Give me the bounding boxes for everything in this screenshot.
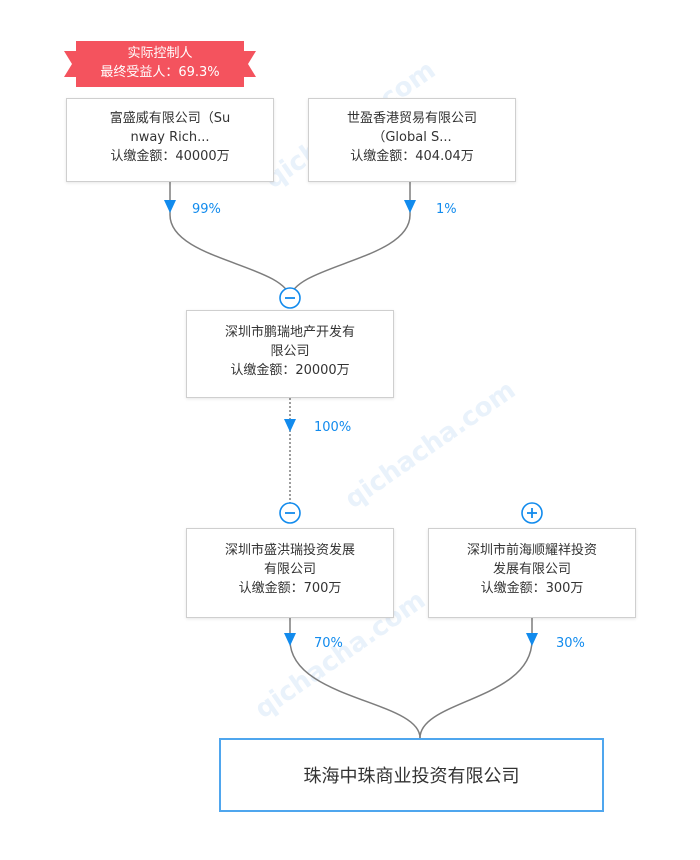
share-percentage: 99% — [192, 202, 221, 217]
controller-badge: 实际控制人 最终受益人：69.3% — [64, 39, 256, 89]
subscribed-amount: 认缴金额：404.04万 — [350, 149, 474, 164]
link-sunway-to-pengrui — [169, 182, 291, 299]
shareholder-card-global[interactable]: 世盈香港贸易有限公司 （Global S... 认缴金额：404.04万 — [308, 98, 516, 182]
company-name: 深圳市鹏瑞地产开发有 — [224, 325, 355, 340]
company-name: nway Rich... — [130, 130, 210, 145]
link-global-to-pengrui — [289, 182, 411, 299]
arrow-icon — [164, 200, 176, 213]
company-name: 深圳市前海顺耀祥投资 — [466, 543, 597, 558]
company-card-qianhai[interactable]: 深圳市前海顺耀祥投资 发展有限公司 认缴金额：300万 — [428, 528, 636, 618]
share-percentage: 100% — [314, 420, 352, 435]
badge-beneficiary: 最终受益人：69.3% — [100, 65, 220, 80]
company-name: 富盛威有限公司（Su — [109, 111, 231, 126]
share-percentage: 1% — [436, 202, 457, 217]
company-card-pengrui[interactable]: 深圳市鹏瑞地产开发有 限公司 认缴金额：20000万 — [186, 310, 394, 398]
company-name: （Global S... — [372, 130, 452, 145]
link-shenghongrui-to-target — [289, 618, 421, 739]
badge-title: 实际控制人 — [127, 46, 193, 61]
plus-circle-icon — [521, 502, 543, 524]
target-company-name: 珠海中珠商业投资有限公司 — [303, 766, 520, 787]
company-name: 有限公司 — [263, 562, 316, 577]
company-name: 深圳市盛洪瑞投资发展 — [224, 543, 355, 558]
company-name: 世盈香港贸易有限公司 — [346, 111, 477, 126]
minus-circle-icon — [279, 502, 301, 524]
subscribed-amount: 认缴金额：40000万 — [110, 149, 230, 164]
arrow-icon — [284, 419, 296, 432]
collapse-toggle[interactable] — [278, 286, 302, 314]
company-card-shenghongrui[interactable]: 深圳市盛洪瑞投资发展 有限公司 认缴金额：700万 — [186, 528, 394, 618]
collapse-toggle[interactable] — [278, 501, 302, 529]
ribbon-shape — [64, 41, 256, 87]
share-percentage: 30% — [556, 636, 585, 651]
expand-toggle[interactable] — [520, 501, 544, 529]
link-qianhai-to-target — [419, 618, 533, 739]
minus-circle-icon — [279, 287, 301, 309]
arrow-icon — [284, 633, 296, 646]
subscribed-amount: 认缴金额：300万 — [480, 581, 584, 596]
target-company-card[interactable]: 珠海中珠商业投资有限公司 — [219, 738, 604, 812]
company-name: 限公司 — [270, 344, 310, 359]
subscribed-amount: 认缴金额：700万 — [238, 581, 342, 596]
arrow-icon — [404, 200, 416, 213]
shareholder-card-sunway[interactable]: 富盛威有限公司（Su nway Rich... 认缴金额：40000万 — [66, 98, 274, 182]
arrow-icon — [526, 633, 538, 646]
share-percentage: 70% — [314, 636, 343, 651]
subscribed-amount: 认缴金额：20000万 — [230, 363, 350, 378]
company-name: 发展有限公司 — [492, 562, 571, 577]
